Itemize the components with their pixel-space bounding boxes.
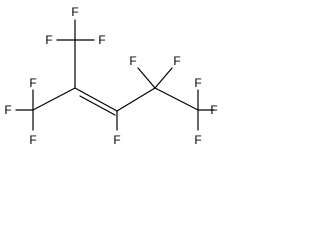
structure-diagram: F F F F F F F F F F F F <box>4 5 217 147</box>
bond-c5-f-right <box>154 67 173 89</box>
atom-f-top-right: F <box>98 33 105 47</box>
bond-c2-c4-double-a <box>74 87 118 112</box>
atom-f-right-top: F <box>194 76 201 90</box>
bond-c5-c6 <box>154 87 199 111</box>
bond-c2-c4-double-b <box>79 95 116 116</box>
atom-f-top: F <box>71 5 78 19</box>
atom-f-cf2-right: F <box>173 54 180 68</box>
bond-c2-c3 <box>32 87 76 111</box>
bond-c4-c5 <box>116 87 156 112</box>
atom-f-left-top: F <box>29 76 36 90</box>
atom-f-left-bottom: F <box>29 133 36 147</box>
bond-c5-f-left <box>137 67 156 89</box>
atom-f-vinyl: F <box>113 133 120 147</box>
atom-f-cf2-left: F <box>129 54 136 68</box>
atom-f-top-left: F <box>45 33 52 47</box>
atom-f-right-bottom: F <box>194 133 201 147</box>
atom-f-right: F <box>210 103 217 117</box>
atom-f-left: F <box>4 103 11 117</box>
